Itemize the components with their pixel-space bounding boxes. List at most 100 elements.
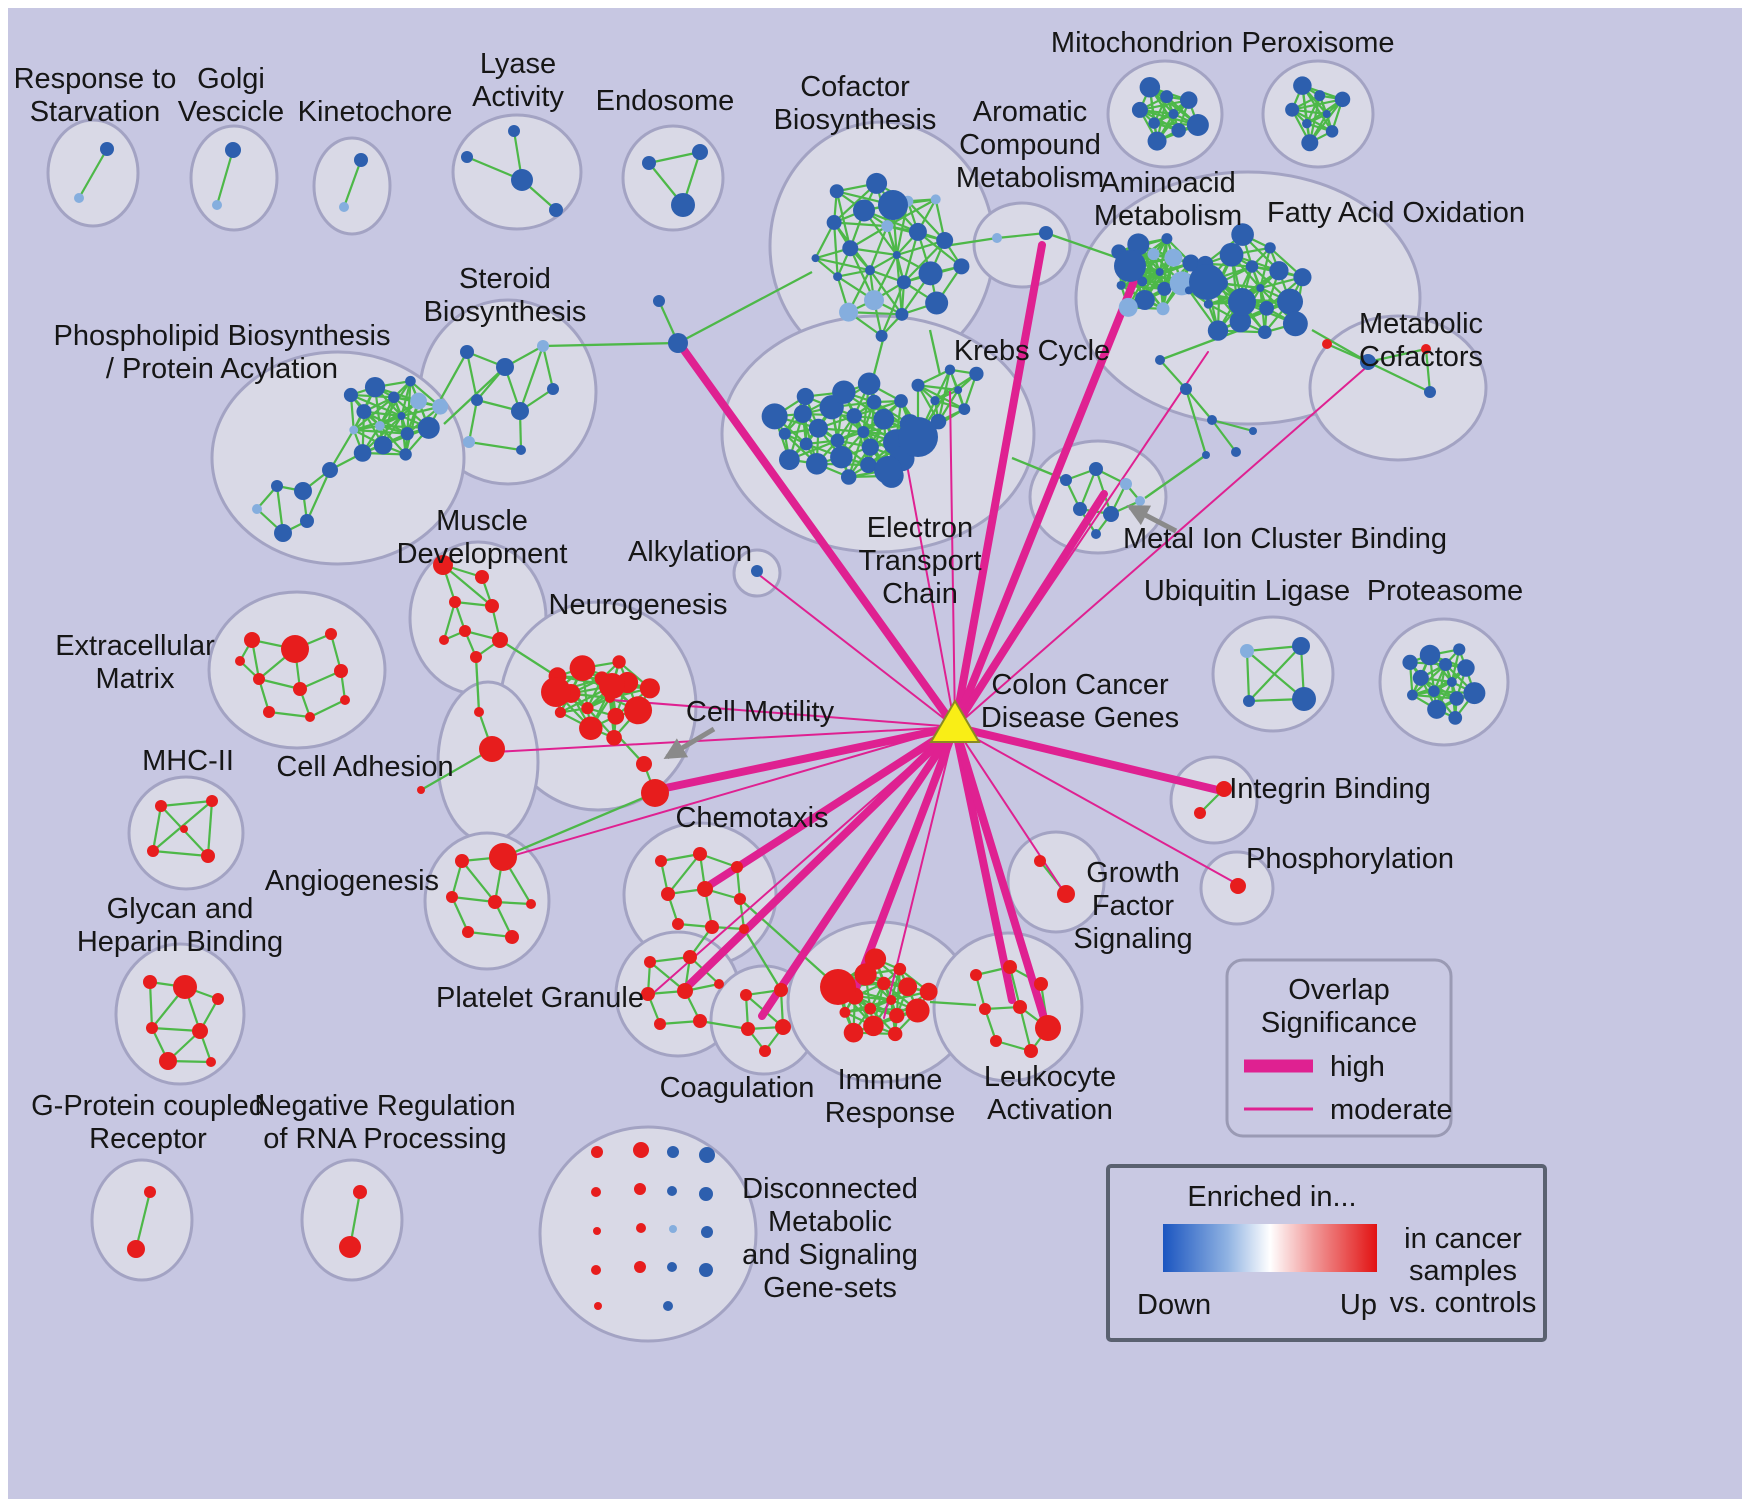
steroid-biosynthesis-node — [471, 394, 483, 406]
phospholipid-biosynthesis-node — [388, 391, 400, 404]
disconnected-gene-sets-node — [699, 1187, 713, 1201]
chemotaxis-node — [672, 918, 684, 930]
chemotaxis-node — [697, 881, 713, 897]
cofactor-biosynthesis-node — [895, 307, 909, 321]
overlap-edge-high — [758, 723, 959, 1020]
steroid-biosynthesis-node — [496, 358, 514, 376]
response-to-starvation-node — [74, 193, 84, 203]
overlap-edge-moderate — [954, 363, 1371, 728]
overlap-edge-high — [652, 723, 959, 794]
muscle-development-node — [492, 632, 508, 648]
metal-ion-cluster-binding-label: Metal Ion Cluster Binding — [1123, 523, 1447, 555]
inter-cluster-edge — [929, 1000, 977, 1007]
overlap-edge-moderate — [902, 442, 956, 728]
integrin-binding-node — [1216, 781, 1232, 797]
leukocyte-activation-node — [979, 1003, 991, 1015]
phospholipid-biosynthesis-node — [356, 404, 372, 420]
ubiquitin-ligase-node — [1240, 644, 1254, 658]
cofactor-biosynthesis-node — [842, 240, 859, 257]
metal-ion-cluster-binding-node — [1060, 474, 1072, 486]
cofactor-biosynthesis-edge — [869, 254, 898, 272]
chemotaxis-node — [734, 893, 746, 905]
platelet-granule-label: Platelet Granule — [436, 982, 644, 1014]
phospholipid-biosynthesis-edge — [305, 469, 332, 522]
electron-transport-chain-node — [930, 413, 947, 430]
immune-response-node — [893, 962, 907, 976]
cofactor-biosynthesis-edge — [907, 200, 946, 242]
extracellular-matrix-edge — [309, 699, 346, 718]
cell-adhesion-label: Cell Adhesion — [276, 751, 453, 783]
mitochondrion-node — [1139, 77, 1161, 98]
phospholipid-biosynthesis-node — [417, 416, 440, 439]
chemotaxis-edge — [667, 853, 701, 895]
metabolic-cofactors-node — [1360, 354, 1376, 370]
cofactor-biosynthesis-node — [881, 220, 894, 233]
cofactor-biosynthesis-node — [863, 290, 884, 311]
inter-cluster-edge — [502, 791, 656, 859]
integrin-binding-node — [1194, 807, 1206, 819]
phospholipid-biosynthesis-node — [300, 514, 314, 528]
angiogenesis-node — [462, 926, 474, 938]
cofactor-biosynthesis-node — [811, 254, 820, 263]
extracellular-matrix-node — [325, 628, 337, 640]
immune-response-node — [843, 1022, 864, 1043]
neurogenesis-node — [607, 707, 625, 725]
aromatic-compound-metabolism-node — [992, 233, 1002, 243]
peroxisome-edge — [1301, 85, 1311, 143]
response-to-starvation-node — [100, 142, 114, 156]
phospholipid-biosynthesis-edge — [404, 400, 420, 455]
disconnected-gene-sets-node — [593, 1227, 601, 1235]
g-protein-coupled-receptor-edge — [134, 1191, 152, 1250]
chemotaxis-node — [731, 861, 743, 873]
muscle-development-node — [439, 635, 449, 645]
electron-transport-chain-node — [874, 456, 902, 484]
cofactor-biosynthesis-node — [908, 222, 927, 241]
immune-response-node — [854, 963, 877, 986]
ubiquitin-ligase-node — [1243, 695, 1255, 707]
steroid-biosynthesis-node — [537, 340, 549, 352]
disconnected-gene-sets-bubble — [538, 1125, 758, 1343]
steroid-biosynthesis-node — [460, 345, 474, 359]
metal-ion-cluster-binding-node — [1073, 502, 1087, 516]
hub-label-line1: Colon Cancer — [991, 669, 1169, 701]
overlap-edge-moderate — [504, 726, 956, 859]
legend-down-label: Down — [1137, 1289, 1211, 1321]
disconnected-gene-sets-node — [701, 1226, 713, 1238]
aminoacid-metabolism-node — [1137, 276, 1148, 287]
inter-cluster-edge — [677, 270, 813, 345]
coagulation-node — [774, 983, 788, 997]
legend-note-line1: in cancer — [1404, 1223, 1522, 1255]
glycan-heparin-binding-node — [159, 1052, 177, 1070]
metal-ion-cluster-binding-node — [1089, 462, 1103, 476]
overlap-edge-moderate — [954, 351, 1209, 728]
immune-response-node — [919, 982, 938, 1001]
peroxisome-node — [1322, 110, 1331, 118]
aromatic-compound-metabolism-edge — [996, 231, 1047, 240]
overlap-edge-high — [851, 723, 959, 994]
angiogenesis-node — [526, 899, 536, 909]
steroid-biosynthesis-edge — [465, 351, 479, 401]
extracellular-matrix-node — [253, 673, 265, 685]
extracellular-matrix-node — [305, 712, 315, 722]
immune-response-node — [864, 1002, 877, 1015]
metabolic-cofactors-edge — [1424, 348, 1432, 393]
muscle-development-edge — [442, 601, 457, 641]
endosome-node — [671, 193, 695, 217]
fatty-acid-oxidation-node — [1231, 223, 1254, 246]
peroxisome-label: Peroxisome — [1241, 27, 1394, 59]
phosphorylation-label: Phosphorylation — [1246, 843, 1454, 875]
electron-transport-chain-node — [930, 396, 940, 406]
glycan-heparin-binding-bubble — [114, 942, 246, 1086]
phospholipid-biosynthesis-node — [271, 480, 283, 492]
aminoacid-metabolism-node — [1147, 248, 1160, 261]
fatty-acid-oxidation-node — [1293, 268, 1312, 287]
metabolic-cofactors-edge — [1367, 347, 1427, 364]
